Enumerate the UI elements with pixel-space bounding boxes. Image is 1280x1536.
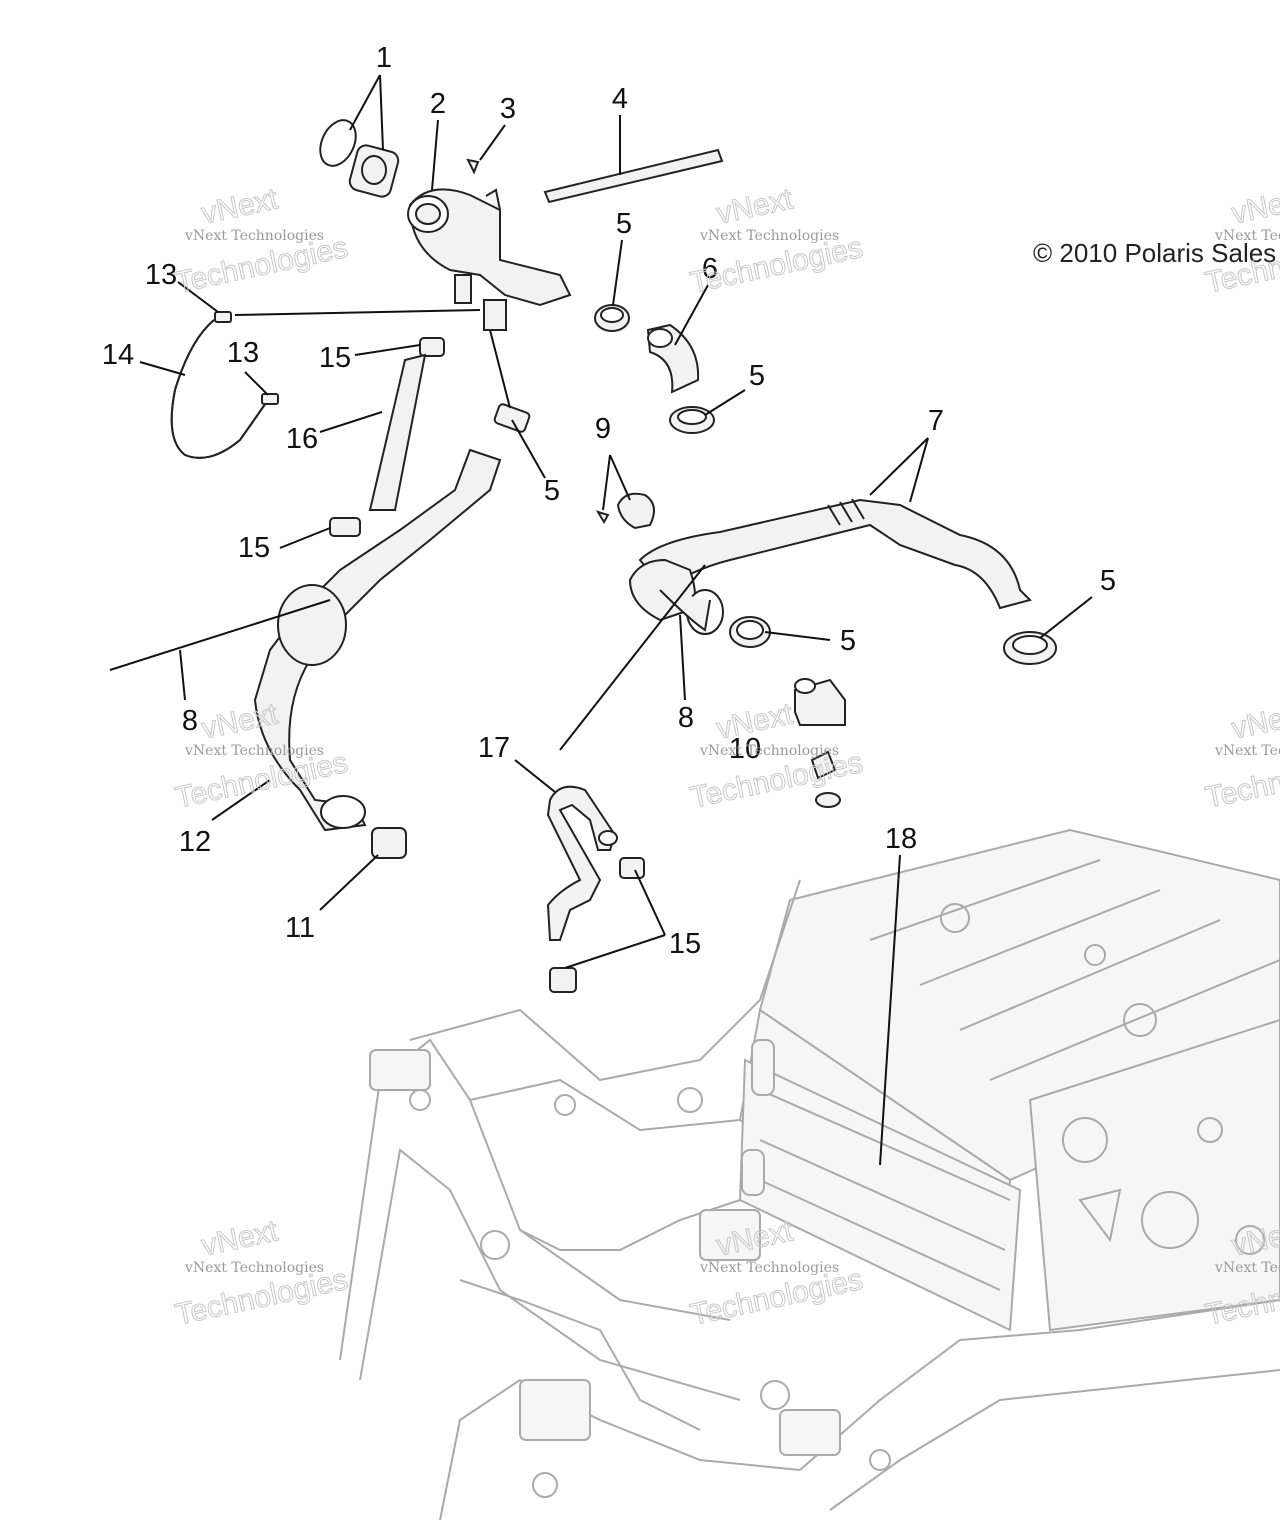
part-cap-and-gasket — [319, 119, 400, 198]
callout-1: 1 — [376, 42, 392, 74]
watermark: vNext vNext Technologies Technologies — [687, 182, 866, 300]
callout-13b: 13 — [227, 337, 259, 369]
callout-5d: 5 — [1100, 565, 1116, 597]
callout-4: 4 — [612, 83, 628, 115]
callout-15a: 15 — [319, 342, 351, 374]
callout-3: 3 — [500, 93, 516, 125]
watermark: vNext vNext Technologies Technologies — [172, 182, 351, 300]
svg-text:vNext: vNext — [714, 182, 797, 230]
callout-17: 17 — [478, 732, 510, 764]
watermark: vNext vNext Technologies Technologies — [1202, 182, 1280, 300]
svg-text:vNext: vNext — [199, 1214, 282, 1262]
svg-text:vNext Technologies: vNext Technologies — [1214, 1260, 1280, 1276]
watermark: vNext vNext Technologies Technologies — [1202, 697, 1280, 815]
svg-text:vNext: vNext — [199, 182, 282, 230]
part-heater-hose — [546, 785, 618, 941]
callout-9: 9 — [595, 413, 611, 445]
watermark: vNext vNext Technologies Technologies — [172, 1214, 351, 1332]
callout-7: 7 — [928, 405, 944, 437]
part-elbow-hose — [646, 323, 700, 394]
callout-12: 12 — [179, 826, 211, 858]
callout-labels: 1 2 3 4 5 5 6 5 5 7 5 5 8 8 9 10 11 12 1… — [102, 42, 1116, 960]
callout-15c: 15 — [669, 928, 701, 960]
svg-text:vNext: vNext — [1229, 697, 1280, 745]
callout-6: 6 — [702, 253, 718, 285]
part-upper-hose — [628, 498, 1032, 635]
callout-16: 16 — [286, 423, 318, 455]
svg-text:vNext Technologies: vNext Technologies — [184, 1260, 324, 1276]
part-overflow-hose — [170, 311, 279, 459]
callout-18: 18 — [885, 823, 917, 855]
chassis-frame — [339, 828, 1280, 1521]
svg-text:vNext Technologies: vNext Technologies — [699, 1260, 839, 1276]
callout-8a: 8 — [182, 705, 198, 737]
part-vent-tube — [543, 148, 724, 204]
svg-text:vNext: vNext — [1229, 182, 1280, 230]
svg-text:vNext Technologies: vNext Technologies — [1214, 743, 1280, 759]
svg-text:vNext Technologies: vNext Technologies — [1214, 228, 1280, 244]
copyright-text: © 2010 Polaris Sales — [1033, 238, 1276, 268]
callout-5c: 5 — [544, 475, 560, 507]
part-cables — [109, 564, 706, 751]
part-lower-hose — [253, 448, 502, 832]
callout-13a: 13 — [145, 259, 177, 291]
part-bypass-hose — [368, 353, 427, 511]
watermarks: vNext vNext Technologies Technologies vN… — [172, 182, 1280, 1332]
part-clamps — [329, 304, 1057, 993]
svg-text:vNext Technologies: vNext Technologies — [699, 228, 839, 244]
watermark: vNext vNext Technologies Technologies — [172, 697, 351, 815]
callout-14: 14 — [102, 339, 134, 371]
part-thermostat-housing — [794, 678, 846, 808]
callout-2: 2 — [430, 88, 446, 120]
callout-5b: 5 — [749, 360, 765, 392]
svg-text:vNext Technologies: vNext Technologies — [699, 743, 839, 759]
callout-5e: 5 — [840, 625, 856, 657]
callout-15b: 15 — [238, 532, 270, 564]
callout-11: 11 — [285, 912, 315, 944]
svg-text:vNext Technologies: vNext Technologies — [184, 743, 324, 759]
callout-10: 10 — [729, 733, 761, 765]
callout-8b: 8 — [678, 702, 694, 734]
part-coolant-bottle — [407, 188, 572, 331]
part-screw — [466, 158, 480, 175]
callout-5a: 5 — [616, 208, 632, 240]
part-clip — [595, 492, 655, 530]
leader-lines — [139, 74, 1093, 1166]
svg-text:vNext Technologies: vNext Technologies — [184, 228, 324, 244]
